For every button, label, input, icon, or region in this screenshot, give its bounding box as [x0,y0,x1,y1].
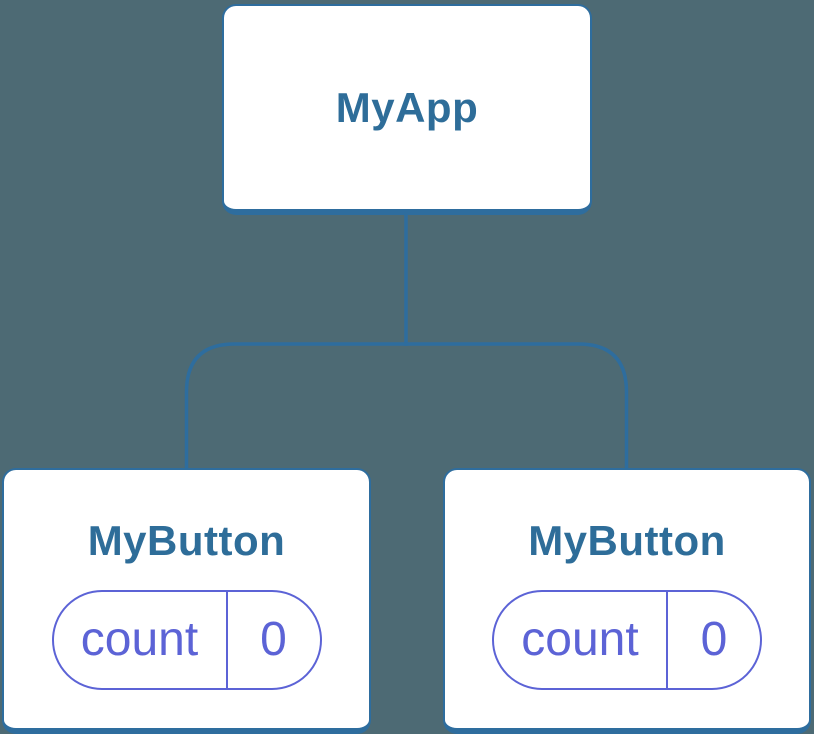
child-component-box-left: MyButton count 0 [2,468,371,734]
state-value-cell: 0 [666,592,760,688]
state-name-cell: count [54,592,226,688]
state-name: count [521,613,639,666]
root-component-label: MyApp [335,83,479,131]
child-component-label: MyButton [87,517,286,564]
state-value: 0 [260,613,287,666]
child-component-box-right: MyButton count 0 [443,468,811,734]
state-pill: count 0 [51,590,322,690]
state-name-cell: count [494,592,666,688]
state-name: count [80,613,199,666]
state-value: 0 [700,613,728,666]
root-component-box: MyApp [222,4,592,215]
child-component-label: MyButton [528,517,726,564]
state-pill: count 0 [492,590,762,690]
branch-line [184,342,629,469]
state-value-cell: 0 [225,592,320,688]
